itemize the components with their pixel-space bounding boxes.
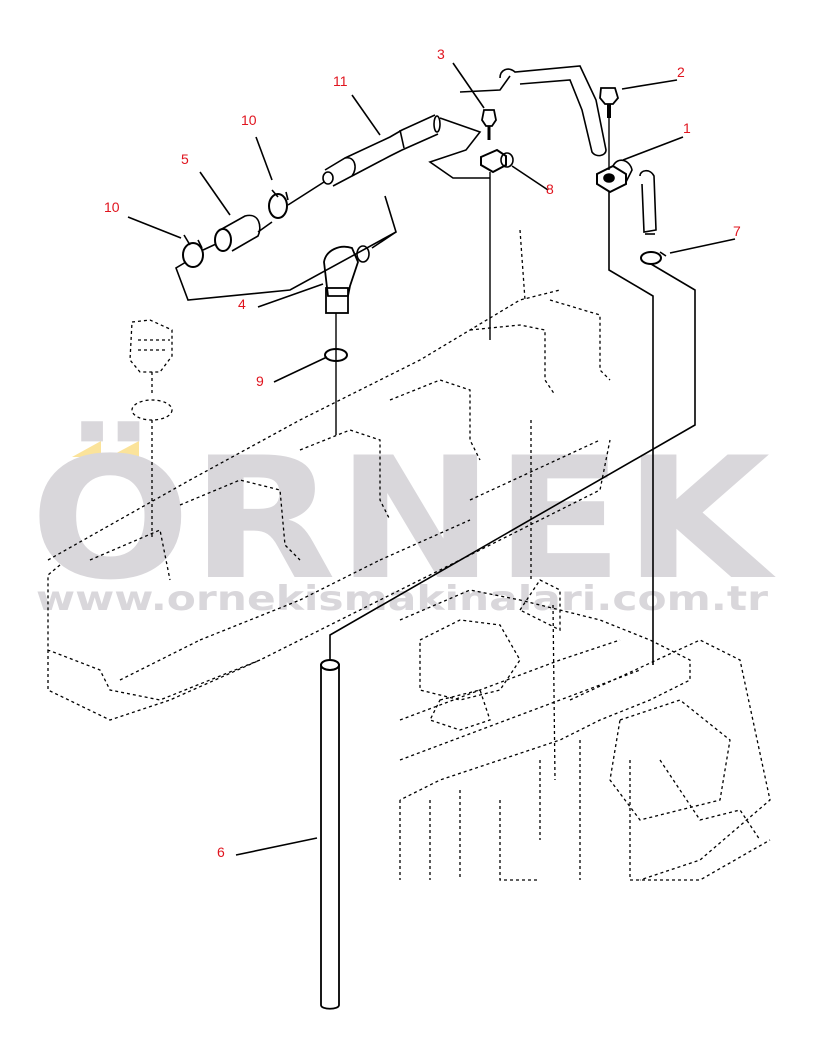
hose-clamp-10-left bbox=[182, 234, 217, 268]
clamp-1 bbox=[596, 159, 633, 194]
subassembly-bracket-left bbox=[175, 195, 397, 301]
callout-4: 4 bbox=[238, 296, 246, 312]
routing-line-main bbox=[608, 192, 654, 665]
watermark-brand: ÖRNEK bbox=[30, 421, 777, 617]
callout-6: 6 bbox=[217, 844, 225, 860]
leader-line-10b bbox=[255, 136, 273, 181]
o-ring-9 bbox=[324, 348, 348, 362]
breather-hose-lower bbox=[639, 169, 657, 235]
watermark-url: www.ornekismakinalari.com.tr bbox=[36, 579, 768, 619]
callout-1: 1 bbox=[683, 120, 691, 136]
leader-line-11 bbox=[351, 94, 381, 136]
callout-8: 8 bbox=[546, 181, 554, 197]
subassembly-bracket-right bbox=[428, 117, 490, 179]
watermark-accent-left bbox=[72, 441, 101, 457]
oil-filler-cap-outline bbox=[129, 319, 173, 373]
hose-clamp-10-right bbox=[268, 189, 289, 219]
elbow-4 bbox=[323, 245, 370, 314]
bolt-3 bbox=[481, 109, 497, 140]
callout-9: 9 bbox=[256, 373, 264, 389]
callout-3: 3 bbox=[437, 46, 445, 62]
leader-line-8 bbox=[511, 165, 549, 191]
cylinder-block-outline bbox=[399, 589, 691, 801]
routing-line-hose bbox=[329, 263, 696, 660]
watermark-accent-right bbox=[109, 441, 139, 457]
clip-8 bbox=[480, 148, 514, 174]
leader-line-5 bbox=[199, 171, 231, 216]
callout-7: 7 bbox=[733, 223, 741, 239]
hose-5 bbox=[214, 214, 261, 252]
leader-line-7 bbox=[669, 238, 736, 254]
callout-10-left: 10 bbox=[104, 199, 120, 215]
callout-11: 11 bbox=[333, 73, 348, 89]
callout-2: 2 bbox=[677, 64, 685, 80]
leader-line-3 bbox=[452, 62, 485, 109]
pipe-11 bbox=[322, 114, 441, 187]
leader-line-1 bbox=[622, 136, 684, 161]
breather-hose-upper bbox=[459, 65, 607, 157]
leader-line-6 bbox=[235, 837, 318, 856]
leader-line-10a bbox=[127, 216, 182, 239]
leader-line-2 bbox=[621, 79, 678, 90]
pipe-6 bbox=[320, 659, 340, 1010]
hose-clamp-7 bbox=[640, 251, 662, 265]
leader-line-9 bbox=[273, 356, 328, 383]
valve-cover-outline bbox=[47, 289, 561, 561]
leader-line-4 bbox=[257, 283, 324, 308]
callout-10-right: 10 bbox=[241, 112, 257, 128]
bolt-2 bbox=[599, 87, 620, 118]
callout-5: 5 bbox=[181, 151, 189, 167]
